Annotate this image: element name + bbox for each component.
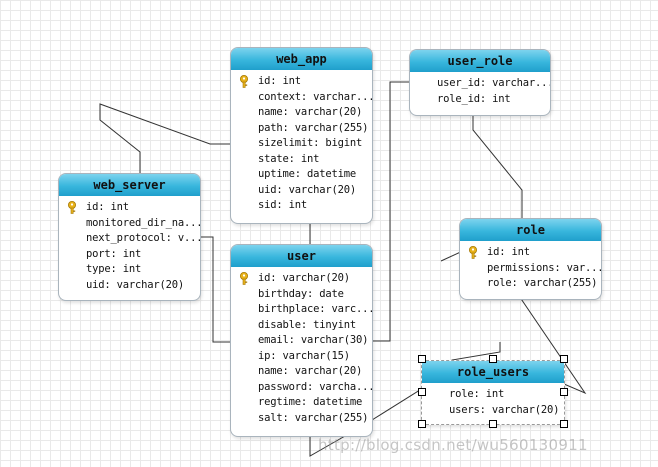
table-field: id: int xyxy=(59,200,200,216)
table-web-server[interactable]: web_server id: int monitored_dir_na... n… xyxy=(58,173,201,301)
resize-handle-middle-right[interactable] xyxy=(560,388,568,396)
table-field: birthday: date xyxy=(258,287,344,300)
table-field: salt: varchar(255) xyxy=(258,411,369,424)
relation-user-user-role xyxy=(372,81,409,342)
table-field: type: int xyxy=(86,263,142,275)
table-role-users[interactable]: role_users role: int users: varchar(20) xyxy=(421,360,565,425)
relation-user-bottom xyxy=(309,435,346,457)
table-field: next_protocol: v... xyxy=(86,232,200,244)
table-field: context: varchar... xyxy=(258,90,372,103)
relation-web-server-web-app xyxy=(99,103,232,173)
resize-handle-top-left[interactable] xyxy=(418,355,426,363)
resize-handle-bottom-left[interactable] xyxy=(418,420,426,428)
table-field: uid: varchar(20) xyxy=(258,183,356,196)
table-field: port: int xyxy=(86,247,142,260)
table-web-app[interactable]: web_app id: int context: varchar... name… xyxy=(230,47,373,224)
table-field: role_id: int xyxy=(437,92,511,105)
table-field: uid: varchar(20) xyxy=(86,278,184,291)
table-field: id: varchar(20) xyxy=(231,271,372,287)
key-icon xyxy=(67,201,78,214)
resize-handle-middle-left[interactable] xyxy=(418,388,426,396)
key-icon xyxy=(239,75,250,88)
table-field: disable: tinyint xyxy=(258,318,356,331)
table-field: regtime: datetime xyxy=(258,396,363,408)
resize-handle-bottom-right[interactable] xyxy=(560,420,568,428)
table-field: permissions: var... xyxy=(487,261,601,274)
table-field: name: varchar(20) xyxy=(258,106,363,118)
field-list: user_id: varchar... role_id: int xyxy=(410,72,550,107)
table-field: ip: varchar(15) xyxy=(258,349,350,362)
relation-user-role-role xyxy=(472,116,523,218)
table-field: sid: int xyxy=(258,199,307,211)
table-field: email: varchar(30) xyxy=(258,334,369,346)
table-field: state: int xyxy=(258,152,320,165)
table-field: name: varchar(20) xyxy=(258,365,363,377)
table-field: role: varchar(255) xyxy=(487,277,598,289)
table-field: role: int xyxy=(449,388,505,400)
relation-web-server-user xyxy=(200,236,231,343)
field-list: role: int users: varchar(20) xyxy=(422,383,564,418)
table-role[interactable]: role id: int permissions: var... role: v… xyxy=(459,218,602,300)
table-header: role xyxy=(460,219,601,241)
table-field: birthplace: varc... xyxy=(258,303,372,315)
table-field: monitored_dir_na... xyxy=(86,216,200,229)
key-icon xyxy=(239,272,250,285)
field-list: id: int monitored_dir_na... next_protoco… xyxy=(59,196,200,293)
field-list: id: int permissions: var... role: varcha… xyxy=(460,241,601,292)
table-field: password: varcha... xyxy=(258,380,372,393)
table-header: web_server xyxy=(59,174,200,196)
field-list: id: int context: varchar... name: varcha… xyxy=(231,70,372,214)
table-user[interactable]: user id: varchar(20) birthday: date birt… xyxy=(230,244,373,437)
table-field: id: int xyxy=(460,245,601,261)
table-field: users: varchar(20) xyxy=(449,403,560,416)
table-field: path: varchar(255) xyxy=(258,121,369,134)
key-icon xyxy=(468,246,479,259)
table-field: uptime: datetime xyxy=(258,168,356,180)
table-field: user_id: varchar... xyxy=(437,77,550,89)
watermark: http://blog.csdn.net/wu560130911 xyxy=(318,436,588,454)
table-header: user_role xyxy=(410,50,550,72)
table-field: id: int xyxy=(231,74,372,90)
table-header: web_app xyxy=(231,48,372,70)
resize-handle-top-middle[interactable] xyxy=(489,355,497,363)
table-header: role_users xyxy=(422,361,564,383)
table-user-role[interactable]: user_role user_id: varchar... role_id: i… xyxy=(409,49,551,116)
resize-handle-top-right[interactable] xyxy=(560,355,568,363)
resize-handle-bottom-middle[interactable] xyxy=(489,420,497,428)
table-header: user xyxy=(231,245,372,267)
field-list: id: varchar(20) birthday: date birthplac… xyxy=(231,267,372,426)
table-field: sizelimit: bigint xyxy=(258,137,363,149)
